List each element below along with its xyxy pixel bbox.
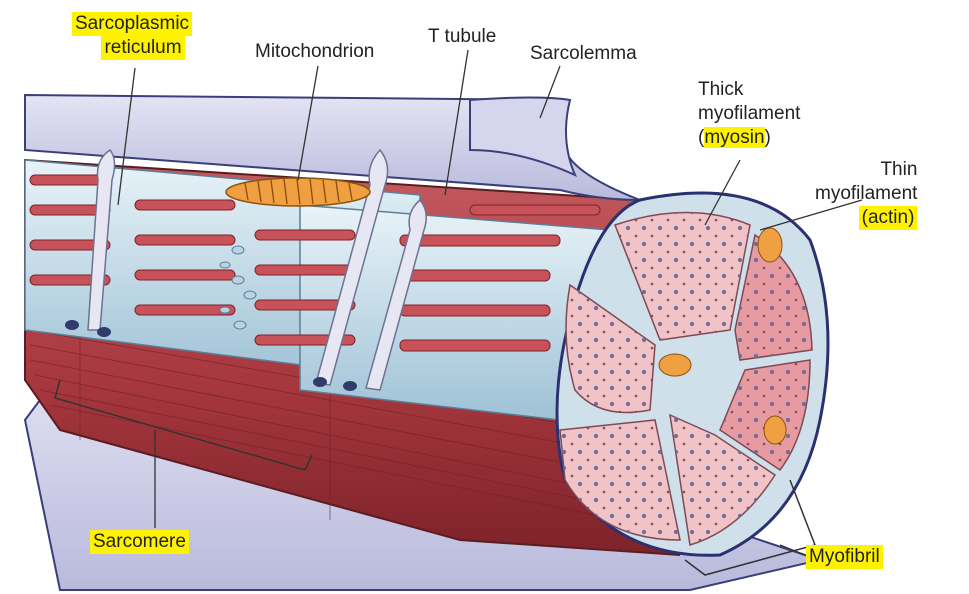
end-face-mitochondria (658, 227, 787, 445)
mitochondrion (225, 177, 371, 207)
sarcomere-bracket (54, 379, 313, 471)
label-mitochondrion: Mitochondrion (255, 41, 375, 62)
leader-lines (117, 49, 863, 556)
tubule-openings (65, 320, 357, 391)
label-sarcoplasmic-reticulum: Sarcoplasmic reticulum (72, 12, 193, 60)
label-t-tubule: T tubule (428, 26, 497, 47)
label-sarcomere: Sarcomere (90, 530, 189, 554)
label-thick-myofilament: Thick myofilament (myosin) (698, 79, 801, 148)
label-thin-myofilament: Thin myofilament (actin) (815, 159, 918, 230)
sarcolemma-flap (469, 96, 577, 177)
myofibril-bracket (684, 479, 816, 576)
fiber-end-face (555, 191, 830, 557)
label-myofibril: Myofibril (806, 545, 883, 569)
label-sarcolemma: Sarcolemma (530, 43, 637, 64)
